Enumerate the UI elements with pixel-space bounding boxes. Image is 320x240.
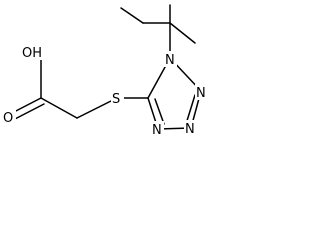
structure-diagram: OH O S N N N N (0, 0, 218, 153)
n3-label: N (185, 122, 195, 137)
n4-label: N (152, 123, 162, 138)
carbonyl-oxygen-label: O (3, 111, 13, 126)
molecule-canvas: OH O S N N N N (2, 4, 208, 138)
bond-n2-n3-double (185, 94, 196, 125)
hydroxyl-label: OH (22, 46, 42, 61)
bond-s-ch2 (76, 97, 118, 119)
bond-c-o-double-b (12, 103, 45, 121)
bond-ch2-cooh (40, 97, 78, 119)
bond-ethyl-ch3-ch2 (120, 7, 144, 24)
n1-label: N (165, 53, 175, 68)
sulfur-label: S (112, 92, 120, 107)
n2-label: N (196, 86, 206, 101)
bond-n4-c5-double (154, 98, 165, 125)
bond-cq-methyl-right (169, 22, 196, 44)
